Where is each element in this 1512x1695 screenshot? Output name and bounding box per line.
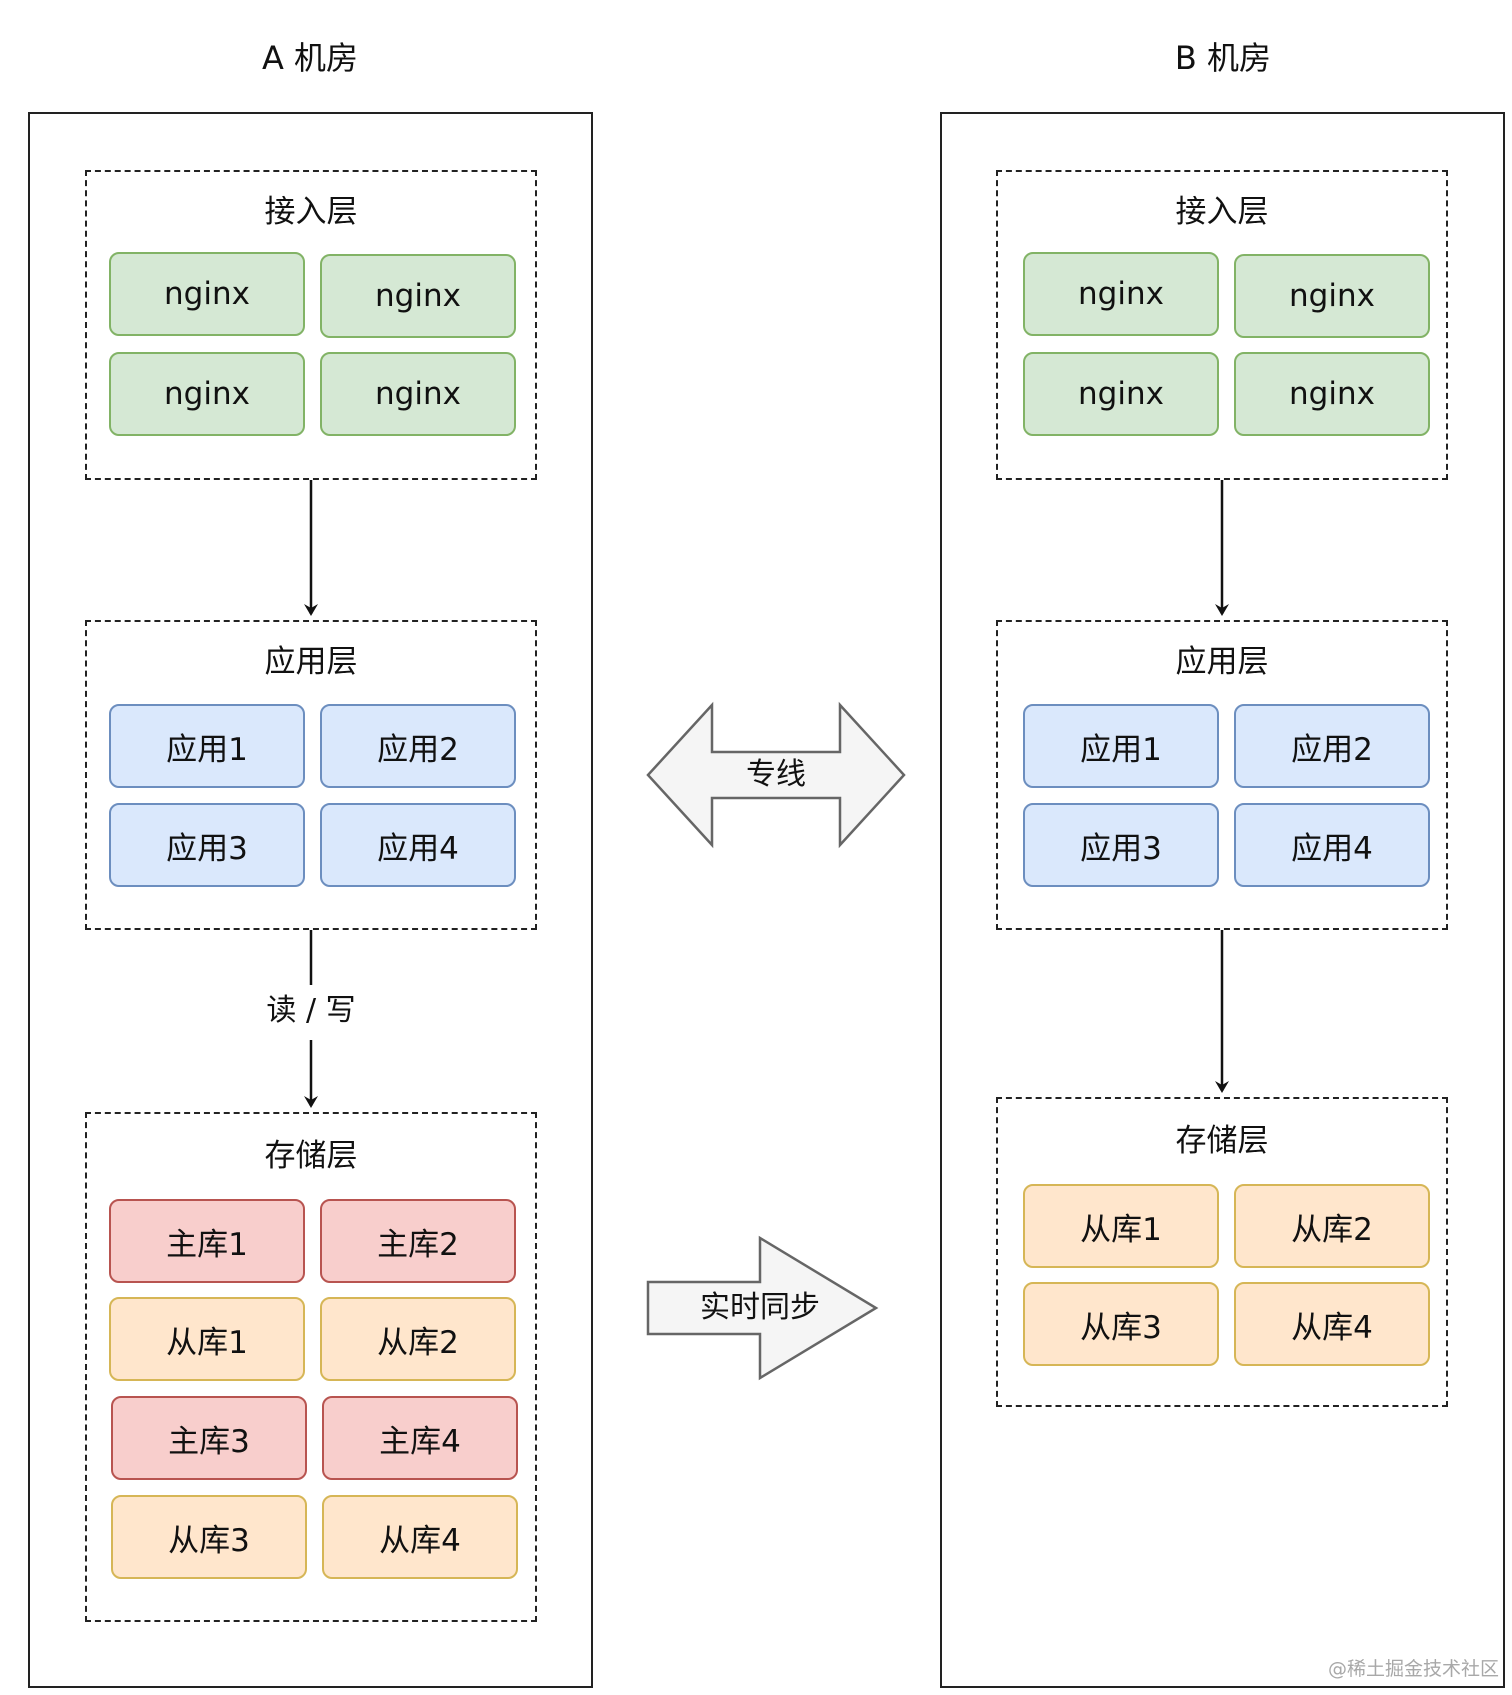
nginx-node: nginx [1234,254,1430,338]
nginx-node: nginx [1023,252,1219,336]
app-node: 应用1 [109,704,305,788]
app-layer-title: 应用层 [264,644,358,680]
read-write-label: 读 / 写 [250,993,372,1029]
room-a-storage-layer: 存储层 主库1 主库2 从库1 从库2 主库3 主库4 从库3 从库4 [85,1112,537,1622]
slave-db-node: 从库1 [1023,1184,1219,1268]
nginx-node: nginx [320,254,516,338]
app-node: 应用3 [109,803,305,887]
storage-layer-title: 存储层 [1175,1123,1269,1159]
access-layer-title: 接入层 [264,194,358,230]
master-db-node: 主库3 [111,1396,307,1480]
nginx-node: nginx [109,352,305,436]
realtime-sync-label: 实时同步 [700,1290,820,1325]
room-b-access-layer: 接入层 nginx nginx nginx nginx [996,170,1448,480]
slave-db-node: 从库4 [1234,1282,1430,1366]
app-node: 应用4 [320,803,516,887]
app-node: 应用3 [1023,803,1219,887]
slave-db-node: 从库1 [109,1297,305,1381]
room-a-access-layer: 接入层 nginx nginx nginx nginx [85,170,537,480]
app-node: 应用4 [1234,803,1430,887]
access-layer-title: 接入层 [1175,194,1269,230]
realtime-sync-arrow [646,1235,879,1381]
nginx-node: nginx [320,352,516,436]
app-layer-title: 应用层 [1175,644,1269,680]
app-node: 应用1 [1023,704,1219,788]
slave-db-node: 从库2 [320,1297,516,1381]
slave-db-node: 从库2 [1234,1184,1430,1268]
nginx-node: nginx [109,252,305,336]
room-b-title: B 机房 [1174,39,1272,77]
master-db-node: 主库4 [322,1396,518,1480]
app-node: 应用2 [320,704,516,788]
app-node: 应用2 [1234,704,1430,788]
dedicated-line-double-arrow [646,701,906,849]
slave-db-node: 从库3 [111,1495,307,1579]
room-b-app-layer: 应用层 应用1 应用2 应用3 应用4 [996,620,1448,930]
slave-db-node: 从库3 [1023,1282,1219,1366]
room-b-storage-layer: 存储层 从库1 从库2 从库3 从库4 [996,1097,1448,1407]
nginx-node: nginx [1234,352,1430,436]
slave-db-node: 从库4 [322,1495,518,1579]
room-a-app-layer: 应用层 应用1 应用2 应用3 应用4 [85,620,537,930]
dedicated-line-label: 专线 [746,757,806,792]
watermark: @稀土掘金技术社区 [1328,1658,1500,1680]
nginx-node: nginx [1023,352,1219,436]
master-db-node: 主库2 [320,1199,516,1283]
master-db-node: 主库1 [109,1199,305,1283]
storage-layer-title: 存储层 [264,1138,358,1174]
room-a-title: A 机房 [261,39,359,77]
